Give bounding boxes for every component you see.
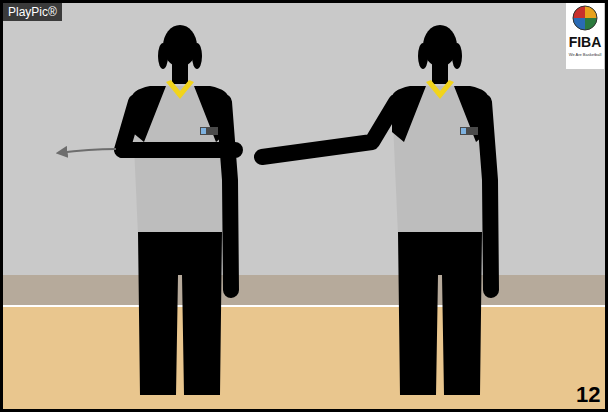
floor-line [0,305,608,307]
logo-panel [566,3,604,69]
signal-number: 12 [576,384,600,406]
wall [0,0,608,275]
referee-left [122,25,235,395]
brand-mark: PlayPic® [3,3,62,21]
motion-arrow [58,149,116,153]
fiba-globe [573,6,597,30]
floor [0,307,608,412]
wall-band [0,275,608,305]
referee-right [262,25,491,395]
logo-text: FIBA [567,35,603,49]
logo-slogan: We Are Basketball [567,53,603,57]
